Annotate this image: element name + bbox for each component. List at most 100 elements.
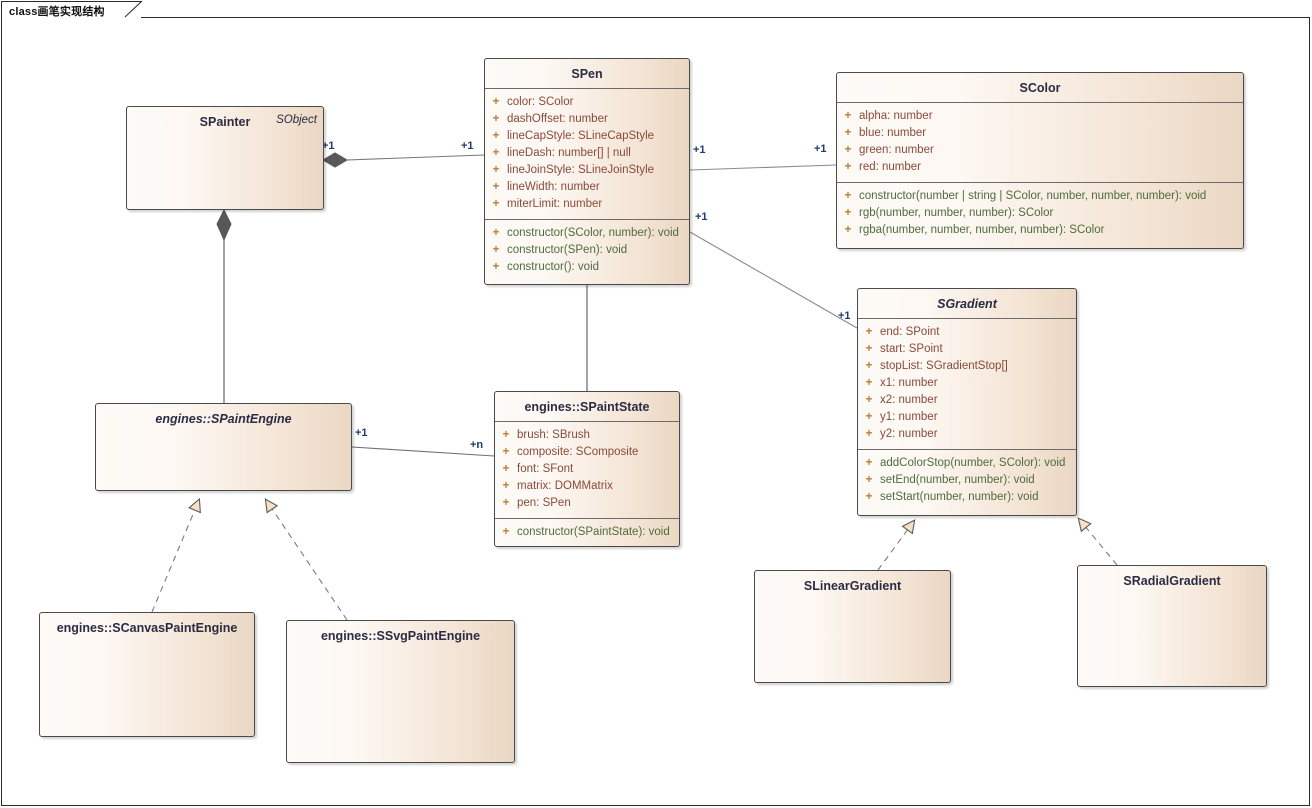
attribute-row: +lineCapStyle: SLineCapStyle — [485, 128, 689, 145]
operation-row: +rgba(number, number, number, number): S… — [837, 222, 1243, 239]
operation-label: addColorStop(number, SColor): void — [880, 457, 1066, 469]
class-name-sgradient: SGradient — [937, 297, 997, 311]
class-header-ssvgpaintengine: engines::SSvgPaintEngine — [287, 621, 514, 651]
connector-pen-color — [689, 164, 837, 171]
class-box-sgradient[interactable]: SGradient +end: SPoint +start: SPoint +s… — [857, 288, 1077, 516]
visibility-marker: + — [865, 457, 873, 469]
operations-spen: +constructor(SColor, number): void + cons… — [485, 219, 689, 282]
class-header-spaintstate: engines::SPaintState — [495, 392, 679, 422]
visibility-marker: + — [502, 497, 510, 509]
class-box-ssvgpaintengine[interactable]: engines::SSvgPaintEngine — [286, 620, 515, 763]
visibility-marker: + — [492, 113, 500, 125]
visibility-marker: + — [492, 244, 500, 256]
visibility-marker: + — [865, 428, 873, 440]
attribute-row: +alpha: number — [837, 108, 1243, 125]
attribute-label: y2: number — [880, 428, 938, 440]
class-header-spaintengine: engines::SPaintEngine — [96, 404, 351, 434]
visibility-marker: + — [502, 446, 510, 458]
attribute-label: miterLimit: number — [507, 198, 603, 210]
visibility-marker: + — [865, 326, 873, 338]
visibility-marker: + — [492, 164, 500, 176]
class-box-spaintengine[interactable]: engines::SPaintEngine — [95, 403, 352, 491]
attributes-scolor: +alpha: number +blue: number +green: num… — [837, 103, 1243, 182]
multiplicity-engine-state-source: +1 — [355, 427, 368, 439]
operation-label: setEnd(number, number): void — [880, 474, 1035, 486]
attribute-row: + x2: number — [858, 392, 1076, 409]
attribute-row: + miterLimit: number — [485, 196, 689, 213]
class-box-scanvaspaintengine[interactable]: engines::SCanvasPaintEngine — [39, 612, 255, 737]
visibility-marker: + — [502, 526, 510, 538]
attribute-row: +blue: number — [837, 125, 1243, 142]
operation-label: setStart(number, number): void — [880, 491, 1039, 503]
attribute-label: pen: SPen — [517, 497, 571, 509]
class-name-spainter: SPainter — [199, 115, 251, 129]
operation-row: + constructor(): void — [485, 259, 689, 276]
class-box-scolor[interactable]: SColor +alpha: number +blue: number +gre… — [836, 72, 1244, 249]
attribute-row: + y1: number — [858, 409, 1076, 426]
multiplicity-pen-gradient-source: +1 — [695, 211, 708, 223]
connector-svg-realization — [266, 500, 348, 621]
attribute-row: +green: number — [837, 142, 1243, 159]
operation-label: constructor(SPaintState): void — [517, 526, 670, 538]
class-stereotype-spainter: SObject — [276, 114, 317, 126]
multiplicity-pen-gradient-target: +1 — [838, 310, 851, 322]
visibility-marker: + — [844, 207, 852, 219]
attribute-label: start: SPoint — [880, 343, 943, 355]
visibility-marker: + — [865, 411, 873, 423]
connector-linear-realization — [877, 521, 914, 571]
visibility-marker: + — [844, 127, 852, 139]
class-box-spainter[interactable]: SPainter SObject — [126, 106, 324, 210]
class-name-scolor: SColor — [1019, 81, 1061, 95]
attribute-label: brush: SBrush — [517, 429, 590, 441]
visibility-marker: + — [492, 130, 500, 142]
attribute-label: lineJoinStyle: SLineJoinStyle — [507, 164, 655, 176]
attribute-label: x2: number — [880, 394, 938, 406]
attribute-label: stopList: SGradientStop[] — [880, 360, 1008, 372]
visibility-marker: + — [844, 224, 852, 236]
operation-label: constructor(): void — [507, 261, 600, 273]
class-box-sradialgradient[interactable]: SRadialGradient — [1077, 565, 1267, 687]
diagram-frame — [1, 17, 1310, 806]
connector-engine-state — [351, 446, 495, 457]
attribute-label: color: SColor — [507, 96, 574, 108]
attributes-spen: +color: SColor +dashOffset: number +line… — [485, 89, 689, 219]
class-name-ssvgpaintengine: engines::SSvgPaintEngine — [320, 629, 481, 643]
visibility-marker: + — [844, 110, 852, 122]
operation-row: +setEnd(number, number): void — [858, 472, 1076, 489]
diagram-title-label: class画笔实现结构 — [9, 6, 105, 18]
attribute-row: + x1: number — [858, 375, 1076, 392]
visibility-marker: + — [865, 394, 873, 406]
attribute-label: matrix: DOMMatrix — [517, 480, 613, 492]
operation-row: +constructor(SColor, number): void — [485, 225, 689, 242]
connector-painter-pen — [322, 152, 485, 168]
attribute-label: lineWidth: number — [507, 181, 600, 193]
class-box-slineargradient[interactable]: SLinearGradient — [754, 570, 951, 683]
visibility-marker: + — [492, 198, 500, 210]
connector-radial-realization — [1079, 519, 1118, 566]
visibility-marker: + — [492, 181, 500, 193]
class-box-spen[interactable]: SPen +color: SColor +dashOffset: number … — [484, 58, 690, 285]
attribute-label: red: number — [859, 161, 922, 173]
attribute-row: +start: SPoint — [858, 341, 1076, 358]
attribute-label: green: number — [859, 144, 934, 156]
class-header-scanvaspaintengine: engines::SCanvasPaintEngine — [40, 613, 254, 643]
visibility-marker: + — [492, 261, 500, 273]
visibility-marker: + — [844, 161, 852, 173]
multiplicity-painter-pen-target: +1 — [461, 140, 474, 152]
visibility-marker: + — [492, 147, 500, 159]
class-box-spaintstate[interactable]: engines::SPaintState + brush: SBrush +com… — [494, 391, 680, 547]
attributes-spaintstate: +brush: SBrush +composite: SComposite +f… — [495, 422, 679, 518]
visibility-marker: + — [492, 96, 500, 108]
class-header-sgradient: SGradient — [858, 289, 1076, 319]
attribute-label: x1: number — [880, 377, 938, 389]
attribute-row: + red: number — [837, 159, 1243, 176]
visibility-marker: + — [502, 429, 510, 441]
attribute-label: y1: number — [880, 411, 938, 423]
visibility-marker: + — [865, 377, 873, 389]
multiplicity-pen-color-target: +1 — [814, 143, 827, 155]
attribute-row: +composite: SComposite — [495, 444, 679, 461]
attribute-row: + color: SColor — [485, 94, 689, 111]
visibility-marker: + — [492, 227, 500, 239]
class-header-sradialgradient: SRadialGradient — [1078, 566, 1266, 596]
attribute-label: lineDash: number[] | null — [507, 147, 631, 159]
